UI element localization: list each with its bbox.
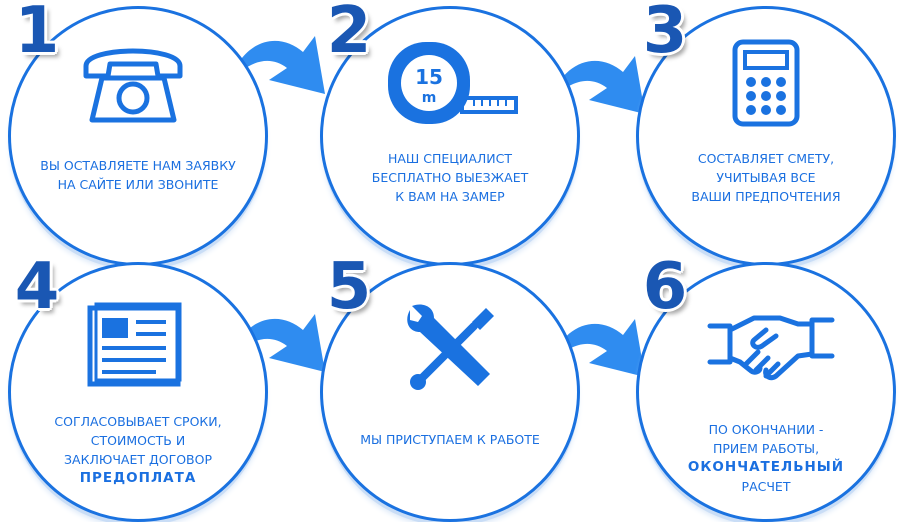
- step-1: ВЫ ОСТАВЛЯЕТЕ НАМ ЗАЯВКУ НА САЙТЕ ИЛИ ЗВ…: [8, 0, 268, 266]
- arrow-right-icon: [549, 56, 645, 114]
- tape-label: 15: [415, 65, 443, 89]
- step-caption: СОГЛАСОВЫВАЕТ СРОКИ, СТОИМОСТЬ И ЗАКЛЮЧА…: [54, 414, 222, 486]
- step-3: СОСТАВЛЯЕТ СМЕТУ, УЧИТЫВАЯ ВСЕ ВАШИ ПРЕД…: [636, 0, 896, 266]
- step-caption: СОСТАВЛЯЕТ СМЕТУ, УЧИТЫВАЯ ВСЕ ВАШИ ПРЕД…: [691, 151, 841, 204]
- arrow-right-icon: [229, 314, 325, 372]
- step-number: 6: [642, 250, 688, 324]
- handshake-icon: [707, 315, 835, 381]
- step-caption: НАШ СПЕЦИАЛИСТ БЕСПЛАТНО ВЫЕЗЖАЕТ К ВАМ …: [371, 151, 529, 204]
- telephone-icon: [83, 48, 183, 123]
- step-number: 4: [14, 250, 60, 324]
- step-number: 5: [326, 250, 372, 324]
- step-caption: МЫ ПРИСТУПАЕМ К РАБОТЕ: [360, 432, 540, 447]
- step-number: 1: [14, 0, 60, 68]
- wrench-screwdriver-icon: [407, 304, 494, 390]
- arrow-right-icon: [229, 36, 325, 94]
- step-number: 2: [326, 0, 372, 68]
- step-4: СОГЛАСОВЫВАЕТ СРОКИ, СТОИМОСТЬ И ЗАКЛЮЧА…: [8, 252, 268, 522]
- tape-unit: m: [422, 90, 437, 106]
- step-number: 3: [642, 0, 688, 68]
- step-5: МЫ ПРИСТУПАЕМ К РАБОТЕ 5: [320, 252, 580, 522]
- step-circle: [320, 262, 580, 522]
- step-caption: ПО ОКОНЧАНИИ - ПРИЕМ РАБОТЫ, ОКОНЧАТЕЛЬН…: [687, 422, 845, 494]
- step-6: ПО ОКОНЧАНИИ - ПРИЕМ РАБОТЫ, ОКОНЧАТЕЛЬН…: [636, 252, 896, 522]
- tape-measure-icon: 15 m: [388, 42, 518, 124]
- step-2: 15 m НАШ СПЕЦИАЛИСТ БЕСПЛАТНО ВЫЕЗЖАЕТ К…: [320, 0, 580, 266]
- calculator-icon: [732, 39, 800, 127]
- step-caption: ВЫ ОСТАВЛЯЕТЕ НАМ ЗАЯВКУ НА САЙТЕ ИЛИ ЗВ…: [40, 158, 236, 192]
- newspaper-icon: [87, 302, 182, 387]
- arrow-right-icon: [549, 319, 645, 377]
